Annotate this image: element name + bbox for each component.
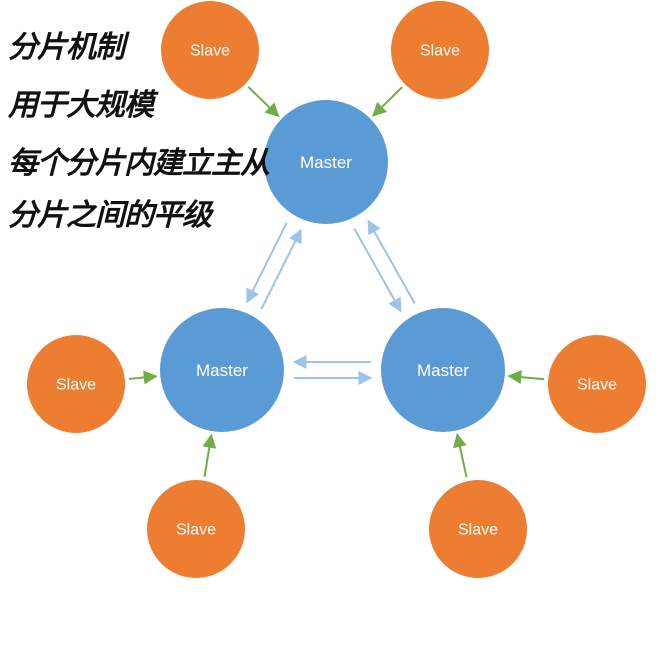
replication-link-s-left-side	[128, 370, 158, 385]
node-circle-m-right	[381, 308, 505, 432]
note-large-scale: 用于大规模	[8, 88, 154, 123]
node-label-s-right-bottom: Slave	[458, 522, 498, 539]
node-circle-s-left-side	[27, 335, 125, 433]
replication-link-s-right-bottom	[453, 433, 468, 478]
node-label-m-top: Master	[300, 153, 352, 172]
node-circle-m-top	[264, 100, 388, 224]
node-label-s-left-bottom: Slave	[176, 522, 216, 539]
node-label-s-top-right: Slave	[420, 43, 460, 60]
node-circle-m-left	[160, 308, 284, 432]
node-label-m-right: Master	[417, 361, 469, 380]
peer-link-m-top-to-m-right	[353, 228, 402, 313]
links-layer	[128, 86, 545, 478]
node-circle-s-top-left	[161, 1, 259, 99]
node-label-s-right-side: Slave	[577, 377, 617, 394]
replication-link-s-right-side	[507, 370, 545, 385]
node-circle-s-left-bottom	[147, 480, 245, 578]
note-shards-peer-level: 分片之间的平级	[8, 198, 212, 233]
node-circle-s-right-side	[548, 335, 646, 433]
node-circle-s-top-right	[391, 1, 489, 99]
peer-link-m-top-to-m-left	[246, 222, 288, 304]
replication-link-s-top-left	[247, 86, 280, 118]
node-label-s-left-side: Slave	[56, 377, 96, 394]
peer-link-m-right-to-m-top	[367, 219, 416, 304]
replication-link-s-left-bottom	[202, 433, 217, 477]
note-sharding-mechanism: 分片机制	[8, 30, 125, 65]
note-master-slave-per-shard: 每个分片内建立主从	[8, 146, 270, 181]
peer-link-m-left-to-m-top	[260, 228, 302, 310]
replication-link-s-top-right	[372, 86, 403, 117]
node-label-s-top-left: Slave	[190, 43, 230, 60]
node-label-m-left: Master	[196, 361, 248, 380]
node-circle-s-right-bottom	[429, 480, 527, 578]
